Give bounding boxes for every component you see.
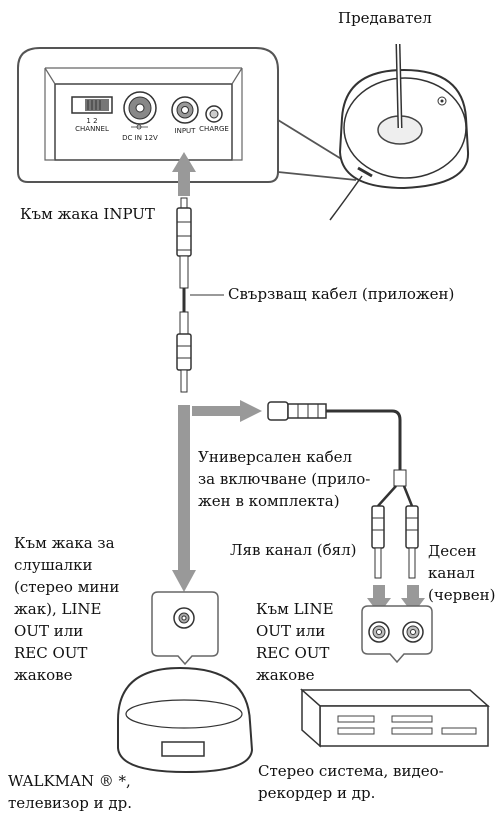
polarity-icon (131, 124, 148, 130)
panel-channel-label: CHANNEL (75, 125, 109, 133)
panel-dc-in-label: DC IN 12V (122, 134, 158, 142)
dc-in-jack (123, 91, 157, 125)
right-channel-label: Десен канал (червен) (428, 542, 496, 604)
connecting-cable (176, 197, 224, 393)
connecting-cable-label: Свързващ кабел (приложен) (228, 285, 455, 303)
input-jack (171, 96, 199, 124)
panel-channel-numbers: 1 2 (86, 117, 98, 125)
universal-cable-label: Универсален кабел за включване (прило- ж… (198, 448, 371, 510)
charge-indicator (205, 105, 223, 123)
vertical-connection-arrow (172, 405, 196, 592)
walkman-label: WALKMAN ® *, телевизор и др. (8, 772, 132, 812)
headphone-jack-callout (151, 591, 219, 666)
universal-cable (267, 401, 419, 579)
left-channel-label: Ляв канал (бял) (230, 541, 357, 559)
channel-switch (71, 96, 113, 114)
stereo-label: Стерео система, видео- рекордер и др. (258, 762, 444, 802)
to-input-label: Към жака INPUT (20, 205, 155, 223)
panel-charge-label: CHARGE (199, 125, 229, 133)
transmitter-label: Предавател (338, 9, 432, 27)
rca-jacks-callout (361, 605, 433, 664)
arrow-to-universal-cable (192, 400, 262, 422)
panel-input-label: INPUT (174, 127, 196, 135)
line-out-jacks-label: Към LINE OUT или REC OUT жакове (256, 600, 334, 684)
walkman-device (117, 666, 254, 774)
arrows-to-rca-jacks (367, 585, 425, 614)
arrow-to-input (172, 152, 196, 196)
headphone-jack-label: Към жака за слушалки (стерео мини жак), … (14, 534, 120, 684)
transmitter (329, 43, 470, 221)
stereo-system (300, 688, 490, 748)
